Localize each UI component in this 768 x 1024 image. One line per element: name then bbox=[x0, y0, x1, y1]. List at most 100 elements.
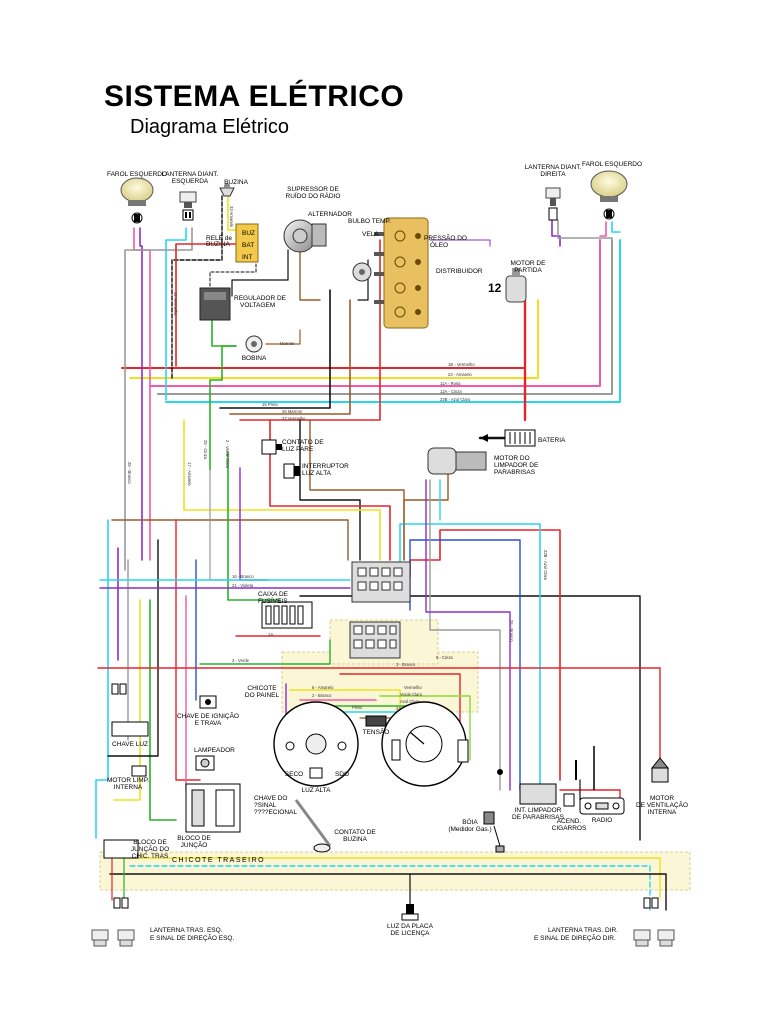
wire-lant-r-violet bbox=[551, 219, 561, 247]
wire-rear-yellow bbox=[119, 857, 661, 899]
wire-alt-black bbox=[231, 249, 289, 297]
wire-mid-yellow bbox=[183, 419, 381, 561]
pressao-label-2: ÓLEO bbox=[430, 240, 448, 249]
wire-dash-red bbox=[339, 673, 461, 741]
wire-lant-l-cyan bbox=[165, 227, 187, 401]
wire-farol-r-pink bbox=[599, 221, 607, 237]
int-limpador-label-2: DE PARABRISAS bbox=[512, 814, 565, 821]
wire-rear-cyan bbox=[129, 865, 651, 911]
chave-ignicao-label-1: CHAVE DE IGNIÇÃO bbox=[177, 711, 239, 720]
wire-label-12a: 12A - Cinza bbox=[440, 389, 462, 394]
buzina-icon bbox=[219, 183, 235, 197]
chicote-traseiro-label: CHICOTE TRASEIRO bbox=[172, 857, 265, 864]
farol-esquerdo-left-icon bbox=[120, 177, 154, 224]
bloco-juncao-tras-icon bbox=[103, 839, 139, 859]
lanterna-diant-dir-label: LANTERNA DIANT. bbox=[525, 164, 582, 171]
wire-label-verde-claro-v: 2 - Verde Claro bbox=[225, 440, 230, 469]
wire-brown-bus bbox=[229, 299, 351, 415]
wire-lant-r-grey bbox=[557, 219, 613, 247]
wire-label-8: 8 - Amarelo bbox=[312, 685, 334, 690]
wire-label-15: 15 Preto bbox=[262, 402, 279, 407]
lanterna-diant-esq-label-2: ESQUERDA bbox=[172, 178, 209, 185]
wire-label-27: 27 Vermelho bbox=[282, 416, 306, 421]
chave-ignicao-label-2: E TRAVA bbox=[195, 720, 222, 727]
motor-limp-interna-icon bbox=[131, 765, 147, 777]
distribuidor-label: DISTRIBUIDOR bbox=[436, 268, 483, 275]
regulador-voltagem-icon bbox=[199, 287, 231, 321]
chave-luz-icon bbox=[111, 683, 149, 737]
luz-placa-label-2: DE LICENÇA bbox=[390, 930, 430, 937]
wire-mid-violet bbox=[239, 467, 269, 581]
farol-esquerdo-right-icon bbox=[590, 170, 628, 220]
wire-buzina-yellow bbox=[227, 195, 237, 231]
wire-cyan-bus bbox=[165, 239, 621, 403]
wire-mid-red bbox=[269, 419, 391, 561]
tensao-icon bbox=[365, 715, 387, 727]
wire-rele-yellow-dash bbox=[209, 263, 257, 291]
wire-label-2: 2 - Branco bbox=[312, 693, 332, 698]
wire-dash-lightgreen bbox=[379, 695, 471, 761]
wire-label-amarelo-v: 17 - Amarelo bbox=[187, 462, 192, 486]
lanterna-diant-dir-label-2: DIREITA bbox=[540, 171, 566, 178]
interruptor-luz-alta-icon bbox=[283, 463, 300, 479]
bulbo-temp-label: BULBO TEMP. bbox=[348, 218, 391, 225]
wire-buzina-black bbox=[171, 195, 223, 381]
acendedor-label-2: CIGARROS bbox=[552, 825, 587, 832]
wire-pink-bus bbox=[149, 239, 601, 387]
bobina-icon bbox=[245, 335, 263, 353]
rele-buzina-label-2: BUZINA bbox=[206, 241, 231, 248]
motor-partida-icon bbox=[505, 268, 527, 303]
motor-vent-label-3: INTERNA bbox=[648, 809, 677, 816]
boia-label-1: BÓIA bbox=[462, 817, 478, 826]
wire-label-verde-claro: Verde Claro bbox=[400, 692, 423, 697]
caixa-fusiveis-label-1: CAIXA DE bbox=[258, 591, 289, 598]
boia-icon bbox=[483, 811, 505, 853]
wire-limp-violet bbox=[425, 479, 511, 791]
wire-label-branco-v2: 26 - Branco bbox=[509, 620, 514, 642]
wire-fuse-black bbox=[299, 595, 641, 841]
speedometer-gauge-icon bbox=[273, 701, 359, 787]
rele-buz-label: BUZ bbox=[242, 230, 255, 237]
chave-sinal-label-3: ????ECIONAL bbox=[254, 809, 297, 816]
lanterna-tras-esq-label-2: E SINAL DE DIREÇÃO ESQ. bbox=[150, 933, 234, 942]
motor-partida-label-2: PARTIDA bbox=[514, 267, 542, 274]
bobina-label: BOBINA bbox=[242, 355, 267, 362]
lanterna-tras-esq-icon bbox=[91, 897, 135, 947]
wire-label-11a: 11A - Rosa bbox=[440, 381, 461, 386]
wire-rear-black bbox=[109, 873, 667, 911]
farol-esquerdo-left-label: FAROL ESQUERDO bbox=[107, 171, 167, 178]
wire-mid-green bbox=[227, 451, 281, 601]
bateria-icon bbox=[480, 429, 536, 447]
lanterna-tras-dir-label-2: E SINAL DE DIREÇÃO DIR. bbox=[534, 933, 616, 942]
wire-mid-black bbox=[299, 419, 361, 561]
motor-partida-number: 12 bbox=[488, 281, 502, 295]
supressor-label-2: RUÍDO DO RÁDIO bbox=[286, 191, 341, 200]
vela-label: VELA bbox=[362, 231, 379, 238]
lanterna-tras-dir-label-1: LANTERNA TRAS. DIR. bbox=[548, 927, 618, 934]
bloco-juncao-tras-label-1: BLOCO DE bbox=[133, 839, 167, 846]
rele-buzina-label-1: RELÉ de bbox=[206, 233, 232, 242]
painel-connector-icon bbox=[349, 621, 401, 659]
wire-bobina-brown bbox=[265, 329, 301, 345]
interruptor-label-1: INTERRUPTOR bbox=[302, 463, 349, 470]
motor-limp-int-label-2: INTERNA bbox=[114, 784, 143, 791]
wire-trunk-green bbox=[149, 599, 177, 821]
caixa-fusiveis-connector-icon bbox=[351, 561, 411, 603]
pressao-label-1: PRESSÃO DO bbox=[424, 233, 467, 242]
contato-luz-pare-label-2: LUZ PARE bbox=[282, 446, 314, 453]
wire-label-3: 3 - Verde bbox=[232, 658, 250, 663]
wire-trunk-yellow bbox=[113, 599, 141, 801]
motor-partida-label-1: MOTOR DE bbox=[511, 260, 547, 267]
wire-label-22b: 22B - Azul Claro bbox=[440, 397, 471, 402]
fuel-gauge-icon bbox=[381, 701, 469, 787]
wire-black-bus bbox=[219, 289, 331, 409]
wire-label-azul-claro-v: 22B - Azul Claro bbox=[543, 550, 548, 581]
wire-label-1b: 1B - Vermelho bbox=[448, 362, 475, 367]
contato-luz-pare-label-1: CONTATO DE bbox=[282, 439, 324, 446]
wire-right-red bbox=[97, 667, 661, 761]
wire-bobina-green bbox=[209, 345, 237, 471]
diagram-subtitle: Diagrama Elétrico bbox=[130, 116, 289, 138]
acendedor-icon bbox=[563, 760, 577, 807]
motor-limp-label-3: PARABRISAS bbox=[494, 469, 536, 476]
motor-vent-label-1: MOTOR bbox=[650, 795, 674, 802]
